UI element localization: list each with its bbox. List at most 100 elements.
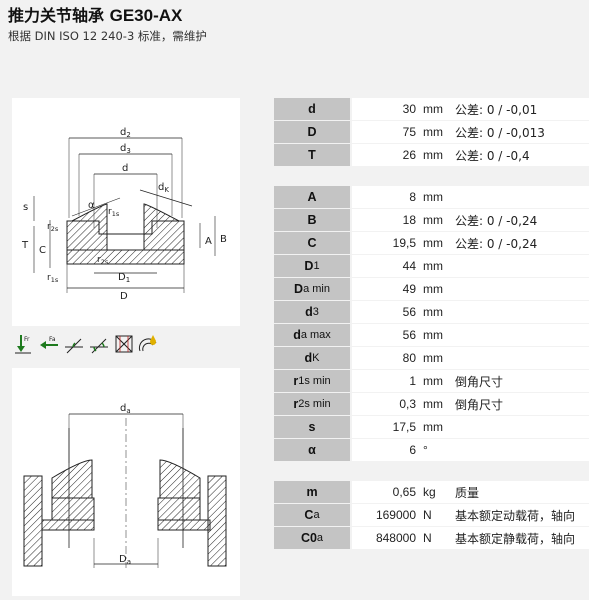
param-note [447,255,589,277]
param-note [447,347,589,369]
param-note: 公差: 0 / -0,013 [447,121,589,143]
param-value: 848000 [352,527,419,549]
label-C: C [39,245,46,256]
param-value: 26 [352,144,419,166]
param-value: 1 [352,370,419,392]
param-unit: mm [419,301,447,323]
param-unit: mm [419,416,447,438]
label-da: da [120,403,131,415]
hatched-box-icon [113,333,135,355]
param-symbol: d [308,102,316,116]
svg-text:Fa: Fa [49,336,56,343]
param-unit: ° [419,439,447,461]
param-symbol: D [304,259,314,273]
param-value: 30 [352,98,419,120]
param-subscript: a [316,532,324,544]
param-symbol: B [307,213,317,227]
param-subscript: a [313,509,320,521]
param-symbol: s [308,420,316,434]
param-unit: mm [419,370,447,392]
bearing-section-svg: d2 d3 d dK α r1s s r2s T C r1s [21,127,227,302]
param-symbol: C [307,236,317,250]
param-subscript: a max [300,329,331,341]
param-unit: mm [419,232,447,254]
angle-icon [63,333,85,355]
param-label: d [274,98,350,120]
param-value: 44 [352,255,419,277]
param-subscript: 1 [313,260,320,272]
param-subscript: a min [303,283,330,295]
param-symbol: D [307,125,317,139]
param-unit: kg [419,481,447,503]
param-symbol: m [306,485,318,499]
param-note [447,186,589,208]
param-unit: mm [419,393,447,415]
param-note: 公差: 0 / -0,4 [447,144,589,166]
param-symbol: C0 [300,531,317,545]
mounting-drawing: da Da [12,368,240,596]
param-label: D [274,121,350,143]
page-title: 推力关节轴承 GE30-AX [8,6,588,26]
title-model: GE30-AX [109,6,183,25]
param-note [447,278,589,300]
param-unit: mm [419,209,447,231]
param-symbol: C [304,508,314,522]
param-subscript: 3 [312,306,319,318]
title-product-type: 推力关节轴承 [8,6,105,25]
label-d3: d3 [120,143,131,155]
lubrication-icon [138,333,160,355]
param-unit: mm [419,144,447,166]
header: 推力关节轴承 GE30-AX 根据 DIN ISO 12 240-3 标准，需维… [8,6,588,44]
param-subscript: 2s min [298,398,331,410]
param-value: 8 [352,186,419,208]
param-symbol: d [304,351,313,365]
param-value: 80 [352,347,419,369]
axial-load-icon: Fr [13,333,35,355]
label-alpha: α [88,200,95,211]
param-symbol: r [293,374,299,388]
misalignment-icon [88,333,110,355]
param-unit: N [419,504,447,526]
param-value: 0,65 [352,481,419,503]
param-note: 公差: 0 / -0,24 [447,209,589,231]
param-label: T [274,144,350,166]
param-label: s [274,416,350,438]
param-note: 倒角尺寸 [447,370,589,392]
param-unit: mm [419,121,447,143]
param-value: 49 [352,278,419,300]
label-s: s [23,202,28,213]
param-value: 56 [352,301,419,323]
param-label: α [274,439,350,461]
param-unit: N [419,527,447,549]
param-unit: mm [419,255,447,277]
svg-text:Fr: Fr [24,336,30,343]
param-unit: mm [419,98,447,120]
param-value: 18 [352,209,419,231]
bearing-section-drawing: d2 d3 d dK α r1s s r2s T C r1s [12,98,240,326]
label-D1: D1 [118,272,130,284]
param-unit: mm [419,186,447,208]
param-value: 169000 [352,504,419,526]
param-label: C [274,232,350,254]
radial-load-icon: Fa [38,333,60,355]
label-Da: Da [119,554,131,566]
label-r2s: r2s [47,222,59,233]
param-value: 6 [352,439,419,461]
page-subtitle: 根据 DIN ISO 12 240-3 标准，需维护 [8,29,207,43]
